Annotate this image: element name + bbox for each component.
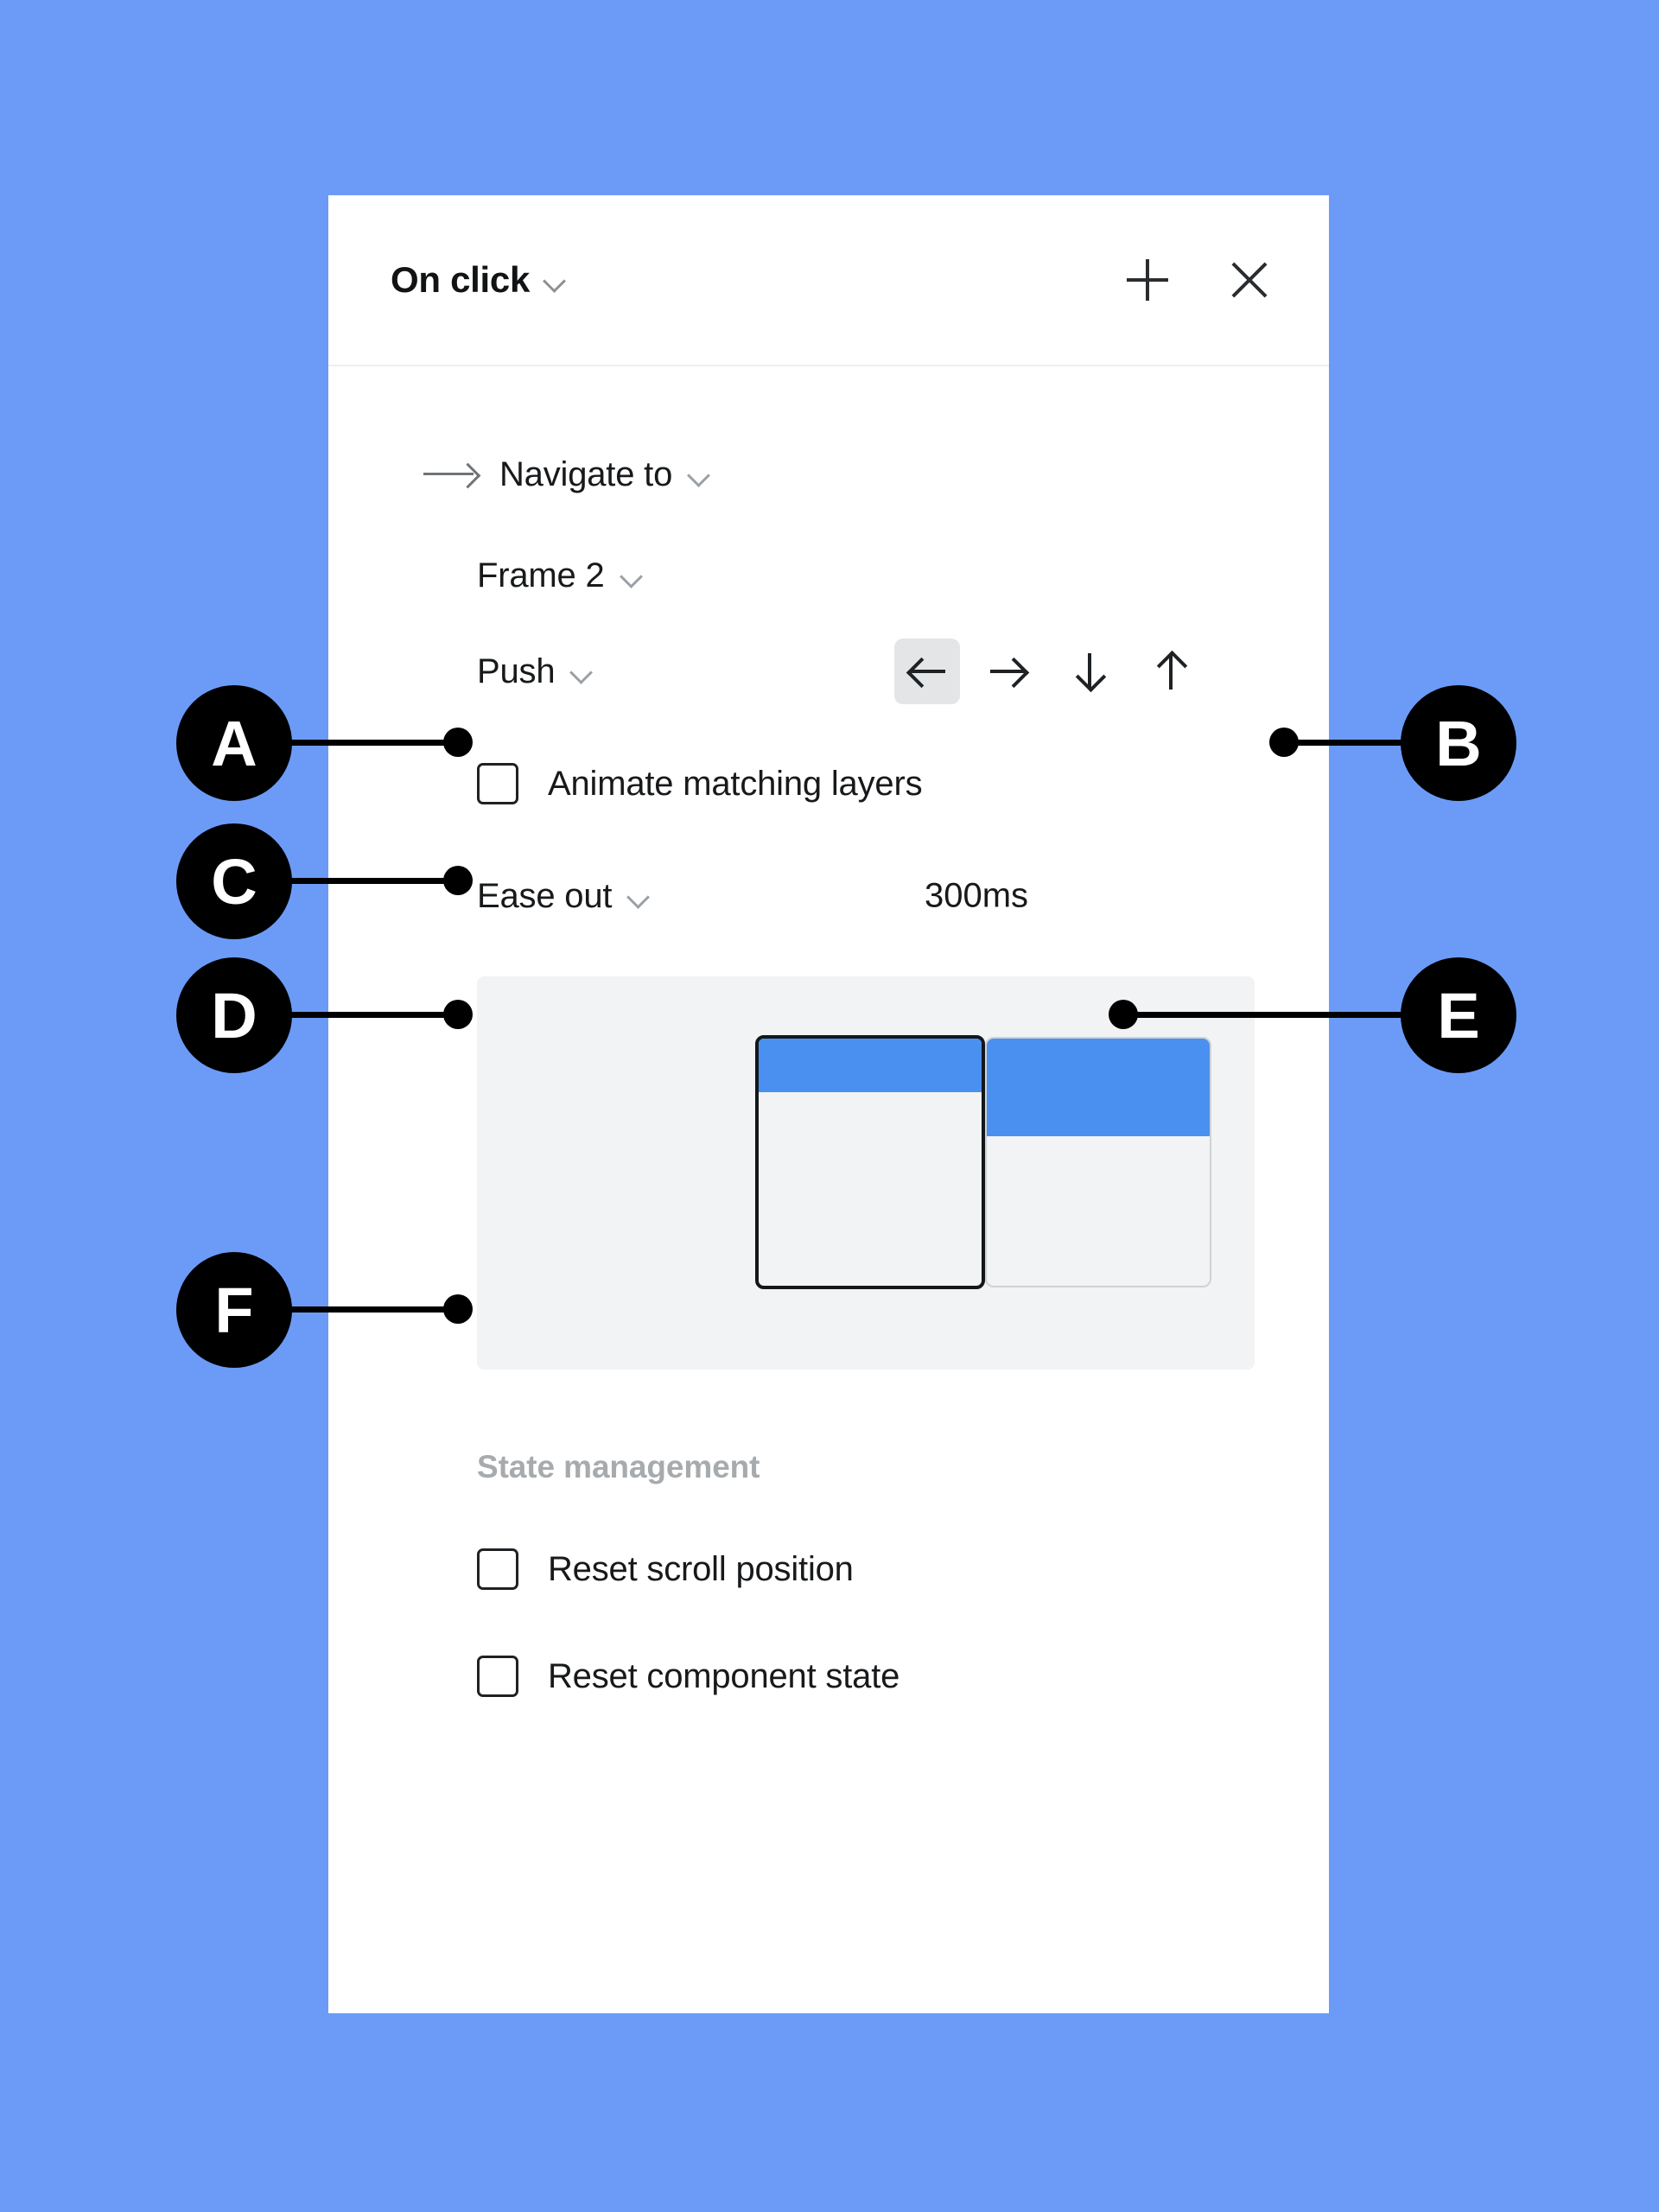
chevron-down-icon bbox=[688, 463, 710, 486]
header-actions bbox=[1125, 257, 1272, 302]
arrow-left-icon bbox=[906, 652, 947, 691]
annotation-marker-d: D bbox=[176, 957, 292, 1073]
annotation-dot-e bbox=[1109, 1000, 1138, 1029]
panel-body: Navigate to Frame 2 Push bbox=[328, 437, 1329, 1712]
animate-matching-layers-row: Animate matching layers bbox=[328, 748, 1329, 819]
annotation-dot-f bbox=[443, 1294, 473, 1324]
arrow-up-icon bbox=[1151, 650, 1191, 691]
destination-dropdown[interactable]: Frame 2 bbox=[477, 556, 643, 595]
annotation-leader-f bbox=[230, 1306, 472, 1313]
animate-matching-layers-checkbox[interactable] bbox=[477, 763, 518, 804]
annotation-dot-d bbox=[443, 1000, 473, 1029]
panel-header: On click bbox=[328, 195, 1329, 366]
destination-label: Frame 2 bbox=[477, 556, 605, 594]
transition-preview[interactable] bbox=[477, 976, 1255, 1370]
annotation-marker-a: A bbox=[176, 685, 292, 801]
annotation-leader-e bbox=[1119, 1012, 1421, 1018]
preview-frames bbox=[752, 976, 1218, 1370]
direction-arrow-down[interactable] bbox=[1057, 639, 1122, 704]
preview-frame-incoming-accent bbox=[987, 1039, 1210, 1136]
reset-scroll-position-checkbox[interactable] bbox=[477, 1548, 518, 1590]
prototype-interaction-panel: On click Navigate to Frame 2 bbox=[328, 195, 1329, 2013]
arrow-right-icon bbox=[423, 461, 479, 487]
direction-arrow-right[interactable] bbox=[976, 639, 1041, 704]
chevron-down-icon bbox=[627, 885, 650, 907]
destination-row: Frame 2 bbox=[328, 541, 1329, 610]
annotation-leader-b bbox=[1274, 740, 1421, 746]
chevron-down-icon bbox=[570, 660, 593, 683]
transition-type-dropdown[interactable]: Push bbox=[477, 652, 593, 691]
add-interaction-button[interactable] bbox=[1125, 257, 1170, 302]
panel-title: On click bbox=[391, 259, 531, 300]
animate-matching-layers-label: Animate matching layers bbox=[548, 764, 923, 803]
action-dropdown[interactable]: Navigate to bbox=[499, 455, 710, 494]
annotation-marker-f: F bbox=[176, 1252, 292, 1368]
annotation-dot-a bbox=[443, 728, 473, 757]
action-row: Navigate to bbox=[328, 437, 1329, 512]
duration-value[interactable]: 300ms bbox=[925, 876, 1029, 915]
reset-component-state-checkbox[interactable] bbox=[477, 1656, 518, 1697]
annotation-marker-c: C bbox=[176, 823, 292, 939]
preview-frame-current bbox=[755, 1035, 985, 1289]
preview-frame-incoming bbox=[985, 1037, 1211, 1287]
direction-selector bbox=[894, 639, 1204, 704]
easing-dropdown[interactable]: Ease out bbox=[477, 877, 650, 916]
direction-arrow-up[interactable] bbox=[1138, 639, 1204, 704]
state-management-title: State management bbox=[477, 1449, 760, 1484]
annotation-dot-c bbox=[443, 866, 473, 895]
annotation-marker-e: E bbox=[1401, 957, 1516, 1073]
transition-row: Push bbox=[328, 634, 1329, 709]
chevron-down-icon bbox=[543, 269, 566, 291]
annotation-marker-b: B bbox=[1401, 685, 1516, 801]
reset-scroll-position-row: Reset scroll position bbox=[328, 1534, 1329, 1605]
preview-frame-current-accent bbox=[759, 1039, 982, 1092]
direction-arrow-left[interactable] bbox=[894, 639, 960, 704]
annotation-leader-c bbox=[230, 878, 472, 884]
easing-row: Ease out 300ms bbox=[328, 861, 1329, 931]
transition-type-label: Push bbox=[477, 652, 556, 690]
annotation-dot-b bbox=[1269, 728, 1299, 757]
action-label: Navigate to bbox=[499, 454, 673, 493]
trigger-dropdown[interactable]: On click bbox=[391, 259, 566, 301]
arrow-right-icon bbox=[988, 652, 1030, 691]
easing-label: Ease out bbox=[477, 876, 613, 915]
reset-scroll-position-label: Reset scroll position bbox=[548, 1549, 854, 1588]
reset-component-state-label: Reset component state bbox=[548, 1656, 900, 1695]
chevron-down-icon bbox=[620, 564, 643, 587]
close-panel-button[interactable] bbox=[1227, 257, 1272, 302]
reset-component-state-row: Reset component state bbox=[328, 1641, 1329, 1712]
annotation-leader-d bbox=[230, 1012, 472, 1018]
arrow-down-icon bbox=[1070, 652, 1109, 693]
annotation-leader-a bbox=[230, 740, 472, 746]
